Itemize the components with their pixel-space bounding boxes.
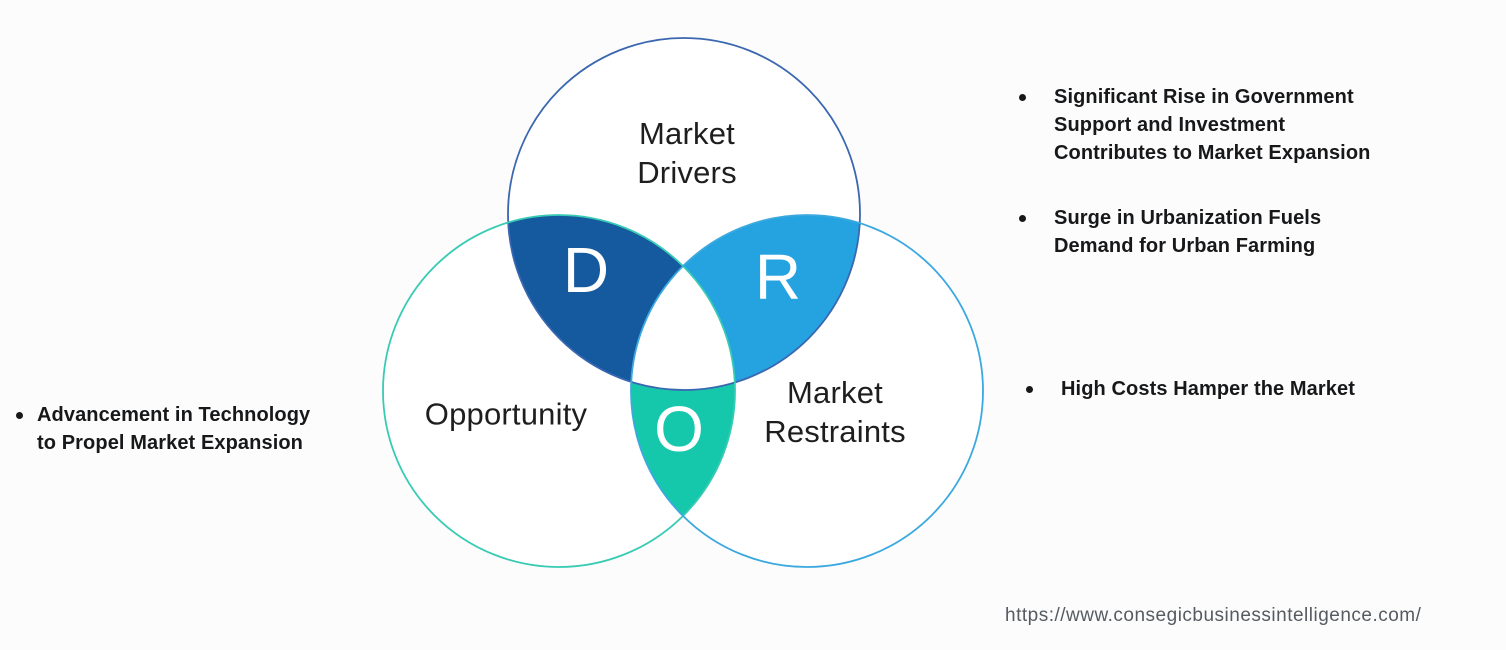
annotation-right-government-support: Significant Rise in Government Support a…: [1019, 83, 1459, 167]
market-restraints-label: Market Restraints: [764, 375, 906, 449]
annotation-text: Significant Rise in Government Support a…: [1054, 86, 1371, 164]
market-drivers-label: Market Drivers: [637, 116, 737, 190]
letter-d-drivers: D: [562, 234, 610, 306]
restraints-circle-outline: [630, 214, 984, 568]
annotation-right-high-costs: High Costs Hamper the Market: [1026, 375, 1466, 403]
annotation-left-technology: Advancement in Technology to Propel Mark…: [16, 401, 376, 457]
annotation-text: High Costs Hamper the Market: [1061, 378, 1355, 400]
opportunity-label: Opportunity: [424, 396, 588, 432]
bullet-icon: [1019, 94, 1026, 101]
source-url: https://www.consegicbusinessintelligence…: [1005, 605, 1422, 626]
restraints-lens: [631, 215, 860, 390]
annotation-text: Advancement in Technology to Propel Mark…: [37, 404, 311, 454]
bullet-icon: [16, 412, 23, 419]
letter-o-opportunity: O: [654, 393, 704, 465]
annotation-right-urbanization: Surge in Urbanization Fuels Demand for U…: [1019, 204, 1459, 260]
bullet-icon: [1026, 386, 1033, 393]
letter-r-restraints: R: [754, 241, 802, 313]
annotation-text: Surge in Urbanization Fuels Demand for U…: [1054, 207, 1322, 257]
opportunity-circle-outline: [382, 214, 736, 568]
drivers-circle-outline: [507, 37, 861, 391]
drivers-lens: [508, 215, 735, 390]
bullet-icon: [1019, 215, 1026, 222]
